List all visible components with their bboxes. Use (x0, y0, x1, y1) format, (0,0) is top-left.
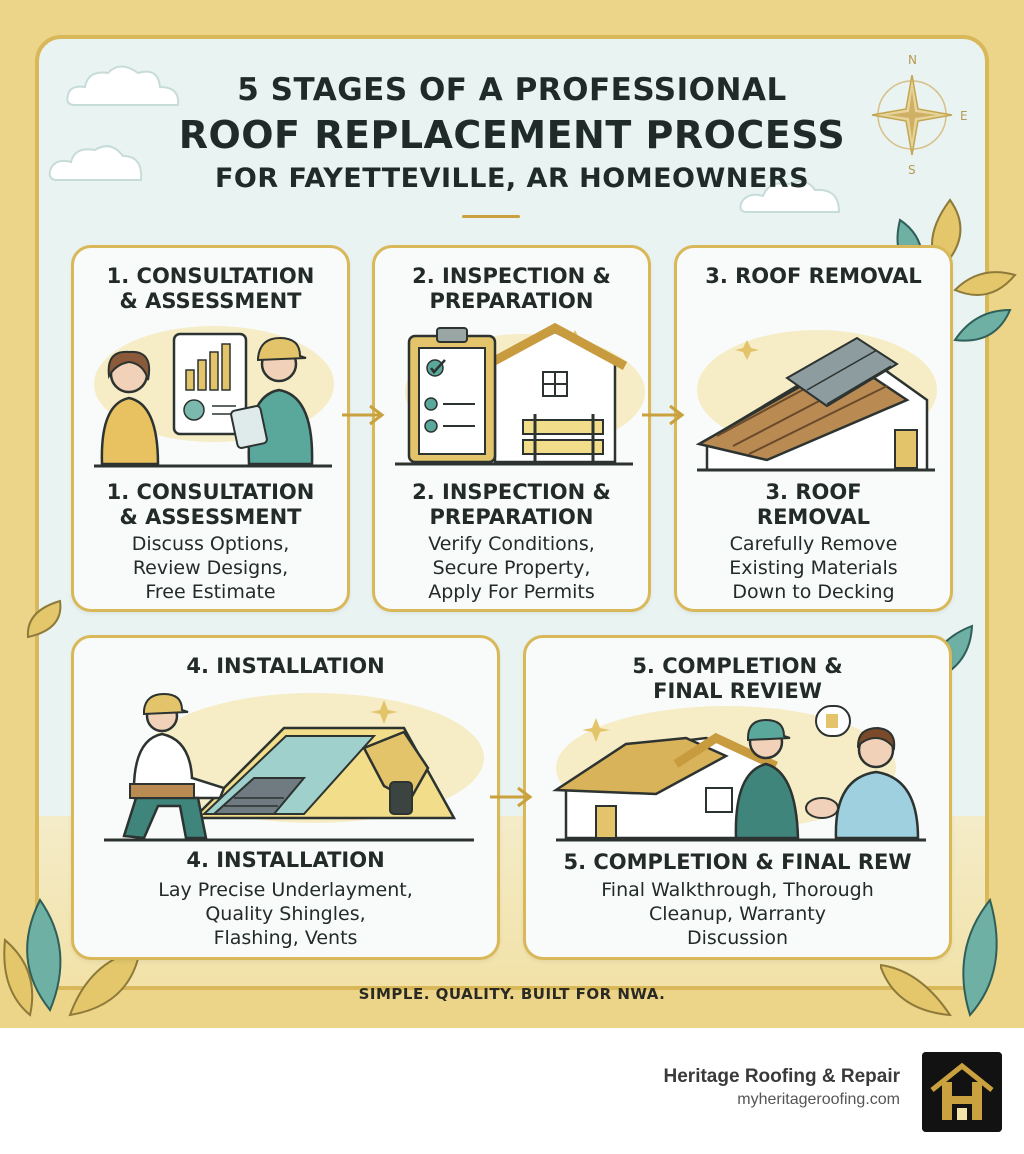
stage-description: Carefully Remove Existing Materials Down… (729, 533, 898, 603)
stage-heading: 5. COMPLETION & FINAL REVIEW (632, 654, 843, 703)
stage-subheading: 5. COMPLETION & FINAL REW (563, 850, 912, 874)
stage-card-3: 3. ROOF REMOVAL 3. ROOF REMOVAL Carefull… (674, 245, 953, 612)
roofer-nail-gun-icon (104, 692, 484, 842)
stage-description: Final Walkthrough, Thorough Cleanup, War… (601, 879, 874, 949)
compass-s-label: S (908, 163, 916, 177)
brand-url: myheritageroofing.com (737, 1091, 900, 1108)
brand-name: Heritage Roofing & Repair (663, 1066, 900, 1087)
stage-card-4: 4. INSTALLATION 4. INSTALLATION Lay Prec… (71, 635, 500, 960)
stage-heading: 4. INSTALLATION (186, 654, 385, 678)
checklist-house-icon (395, 322, 645, 466)
title-line-1: 5 STAGES OF A PROFESSIONAL (237, 72, 787, 108)
handshake-house-icon (552, 705, 926, 842)
title-divider (462, 215, 520, 218)
stage-description: Lay Precise Underlayment, Quality Shingl… (158, 879, 413, 949)
cloud-icon (739, 180, 841, 213)
consultation-icon (94, 326, 334, 468)
stage-subheading: 2. INSPECTION & PREPARATION (412, 480, 611, 529)
tagline: SIMPLE. QUALITY. BUILT FOR NWA. (358, 985, 666, 1003)
stage-card-2: 2. INSPECTION & PREPARATION 2. INSPECTIO… (372, 245, 651, 612)
arrow-right-icon (342, 404, 385, 426)
roof-removal-icon (695, 330, 937, 472)
stage-card-1: 1. CONSULTATION & ASSESSMENT 1. CONSULTA… (71, 245, 350, 612)
stage-card-5: 5. COMPLETION & FINAL REVIEW 5. COMPLETI… (523, 635, 952, 960)
arrow-right-icon (490, 786, 533, 808)
compass-n-label: N (908, 53, 917, 67)
leaf-icon (26, 599, 62, 639)
arrow-right-icon (642, 404, 685, 426)
compass-icon: N E S (871, 53, 968, 177)
stage-subheading: 3. ROOF REMOVAL (756, 480, 871, 529)
cloud-icon (48, 145, 143, 181)
stage-subheading: 4. INSTALLATION (186, 848, 385, 872)
house-h-logo-icon (922, 1052, 1002, 1132)
stage-heading: 2. INSPECTION & PREPARATION (412, 264, 611, 313)
compass-e-label: E (960, 109, 968, 123)
stage-subheading: 1. CONSULTATION & ASSESSMENT (106, 480, 315, 529)
stage-description: Verify Conditions, Secure Property, Appl… (428, 533, 595, 603)
leaves-icon (3, 898, 142, 1017)
title-line-3: FOR FAYETTEVILLE, AR HOMEOWNERS (214, 163, 810, 194)
stage-description: Discuss Options, Review Designs, Free Es… (131, 533, 290, 603)
stage-heading: 3. ROOF REMOVAL (705, 264, 922, 288)
cloud-icon (66, 65, 180, 106)
stage-heading: 1. CONSULTATION & ASSESSMENT (106, 264, 315, 313)
leaves-icon (880, 897, 998, 1017)
title-line-2: ROOF REPLACEMENT PROCESS (178, 113, 846, 157)
